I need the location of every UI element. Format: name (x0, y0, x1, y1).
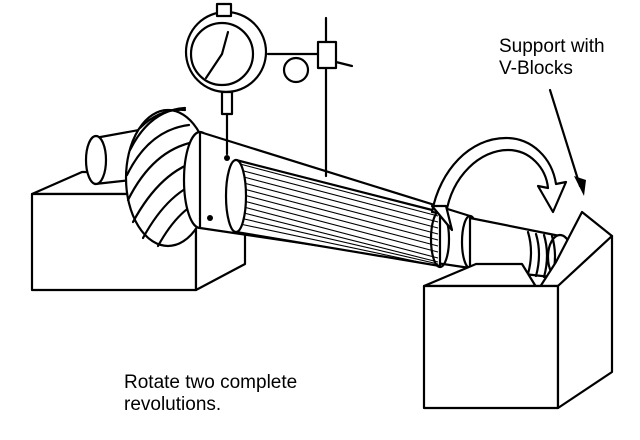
indicator-stand (266, 16, 354, 178)
support-label-line2: V-Blocks (499, 58, 573, 79)
right-v-block (422, 210, 614, 410)
leader-arrow (548, 88, 586, 196)
curved-arrow-icon (430, 136, 568, 232)
support-label: Support with V-Blocks (499, 36, 605, 80)
support-label-line1: Support with (499, 36, 605, 57)
rotate-label: Rotate two complete revolutions. (124, 372, 297, 416)
rotate-label-line1: Rotate two complete (124, 372, 298, 393)
dial-indicator-icon (184, 2, 268, 161)
rotate-label-line2: revolutions. (124, 394, 222, 415)
